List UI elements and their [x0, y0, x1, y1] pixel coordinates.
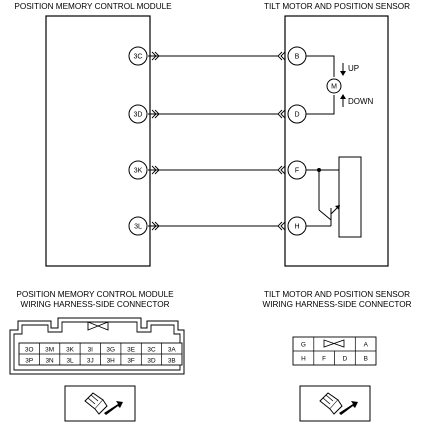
cell-3g: 3G [106, 346, 115, 353]
cell-3k: 3K [66, 346, 75, 353]
down-arrow-icon [340, 94, 346, 107]
cell-3b: 3B [168, 357, 176, 364]
sensor-box [284, 15, 389, 267]
cell-3d: 3D [147, 357, 156, 364]
module-box [45, 15, 151, 267]
module-connector-title-1: POSITION MEMORY CONTROL MODULE [16, 290, 174, 299]
cell-3m: 3M [45, 346, 54, 353]
module-pin-3l: 3L [128, 216, 148, 236]
svg-text:F: F [295, 168, 299, 175]
sensor-title: TILT MOTOR AND POSITION SENSOR [264, 2, 410, 11]
cell-3a: 3A [168, 346, 177, 353]
connector-plug-icon [64, 385, 136, 422]
svg-text:B: B [295, 54, 300, 61]
wire-3c-b [148, 51, 286, 61]
cell-3n: 3N [46, 357, 55, 364]
lock-tab-icon [87, 321, 109, 331]
cell-3j: 3J [87, 357, 94, 364]
cell-g: G [301, 342, 306, 349]
up-arrow-icon [340, 63, 346, 76]
motor-symbol [326, 78, 342, 94]
svg-text:3D: 3D [134, 112, 143, 119]
down-label: DOWN [348, 97, 374, 106]
position-sensor [306, 156, 362, 238]
module-connector-grid: 3O 3M 3K 3I 3G 3E 3C 3A 3P 3N 3L 3J 3H 3… [18, 342, 183, 366]
module-title: POSITION MEMORY CONTROL MODULE [14, 2, 172, 11]
sensor-connector-grid: G A H F D B [292, 336, 377, 366]
cell-3f: 3F [127, 357, 135, 364]
potentiometer-resistor [338, 156, 362, 238]
sensor-connector-title-2: WIRING HARNESS-SIDE CONNECTOR [262, 300, 411, 309]
module-connector-title-2: WIRING HARNESS-SIDE CONNECTOR [20, 300, 169, 309]
up-label: UP [348, 64, 359, 73]
lock-tab-icon [323, 339, 345, 348]
cell-3o: 3O [25, 346, 34, 353]
svg-text:3K: 3K [134, 168, 143, 175]
svg-text:3C: 3C [134, 54, 143, 61]
module-pin-3k: 3K [128, 160, 148, 180]
cell-3h: 3H [107, 357, 116, 364]
module-pin-3d: 3D [128, 104, 148, 124]
cell-3c: 3C [147, 346, 156, 353]
svg-text:H: H [294, 224, 299, 231]
cell-b: B [364, 356, 368, 363]
cell-3l: 3L [66, 357, 74, 364]
cell-3i: 3I [88, 346, 94, 353]
wire-3k-f [148, 165, 286, 175]
sensor-connector-title-1: TILT MOTOR AND POSITION SENSOR [264, 290, 410, 299]
sensor-pin-d: D [287, 104, 307, 124]
cell-3e: 3E [127, 346, 135, 353]
motor-label: M [331, 84, 337, 91]
cell-f: F [322, 356, 326, 363]
tilt-motor: M [306, 55, 342, 115]
wire-3l-h [148, 221, 286, 231]
wiper-arrow-icon [335, 205, 340, 210]
module-pin-3c: 3C [128, 46, 148, 66]
cell-a: A [364, 342, 369, 349]
sensor-pin-f: F [287, 160, 307, 180]
cell-h: H [301, 356, 306, 363]
connector-plug-icon [299, 385, 371, 422]
sensor-pin-h: H [287, 216, 307, 236]
svg-text:D: D [294, 112, 299, 119]
cell-3p: 3P [25, 357, 33, 364]
cell-d: D [343, 356, 348, 363]
sensor-pin-b: B [287, 46, 307, 66]
wire-3d-d [148, 109, 286, 119]
svg-text:3L: 3L [134, 224, 142, 231]
